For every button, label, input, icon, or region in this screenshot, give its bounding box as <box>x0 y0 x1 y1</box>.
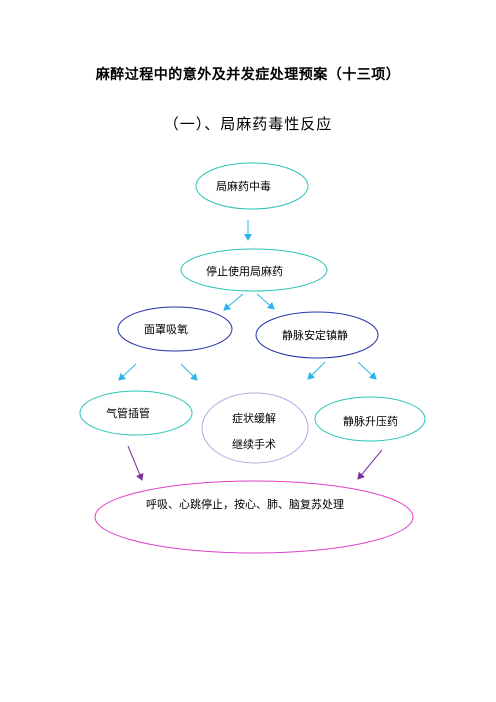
node-symptom-relief-shape <box>201 392 309 464</box>
node-intubation-label: 气管插管 <box>106 407 150 420</box>
arrow-intubation-to-resuscitation <box>127 445 144 481</box>
node-continue-surgery-label: 继续手术 <box>232 438 276 451</box>
node-intubation-shape <box>79 390 193 436</box>
arrow-mask-to-relief <box>180 363 198 381</box>
arrow-stop-to-mask <box>223 293 244 311</box>
node-mask-oxygen-shape <box>117 306 233 352</box>
node-vasopressor-label: 静脉升压药 <box>343 415 398 428</box>
node-resuscitation-shape <box>94 480 414 554</box>
arrow-mask-to-intubation <box>118 363 137 381</box>
arrow-sedation-to-vasopressor <box>357 361 377 380</box>
arrow-sedation-to-relief <box>307 361 326 380</box>
node-toxicity-label: 局麻药中毒 <box>216 180 271 193</box>
section-title: （一）、局麻药毒性反应 <box>163 115 333 133</box>
node-mask-oxygen-label: 面罩吸氧 <box>144 323 188 336</box>
node-iv-sedation-shape <box>255 311 379 359</box>
node-stop-drug-shape <box>180 248 328 292</box>
node-vasopressor-shape <box>314 396 426 442</box>
node-iv-sedation-label: 静脉安定镇静 <box>282 329 348 342</box>
node-symptom-relief-label: 症状缓解 <box>232 412 276 425</box>
arrow-vasopressor-to-resuscitation <box>357 449 383 480</box>
node-toxicity-shape <box>195 162 309 210</box>
document-title: 麻醉过程中的意外及并发症处理预案（十三项） <box>95 67 401 83</box>
arrow-stop-to-sedation <box>256 293 275 310</box>
node-stop-drug-label: 停止使用局麻药 <box>206 265 283 278</box>
node-resuscitation-label: 呼吸、心跳停止，按心、肺、脑复苏处理 <box>146 498 344 511</box>
